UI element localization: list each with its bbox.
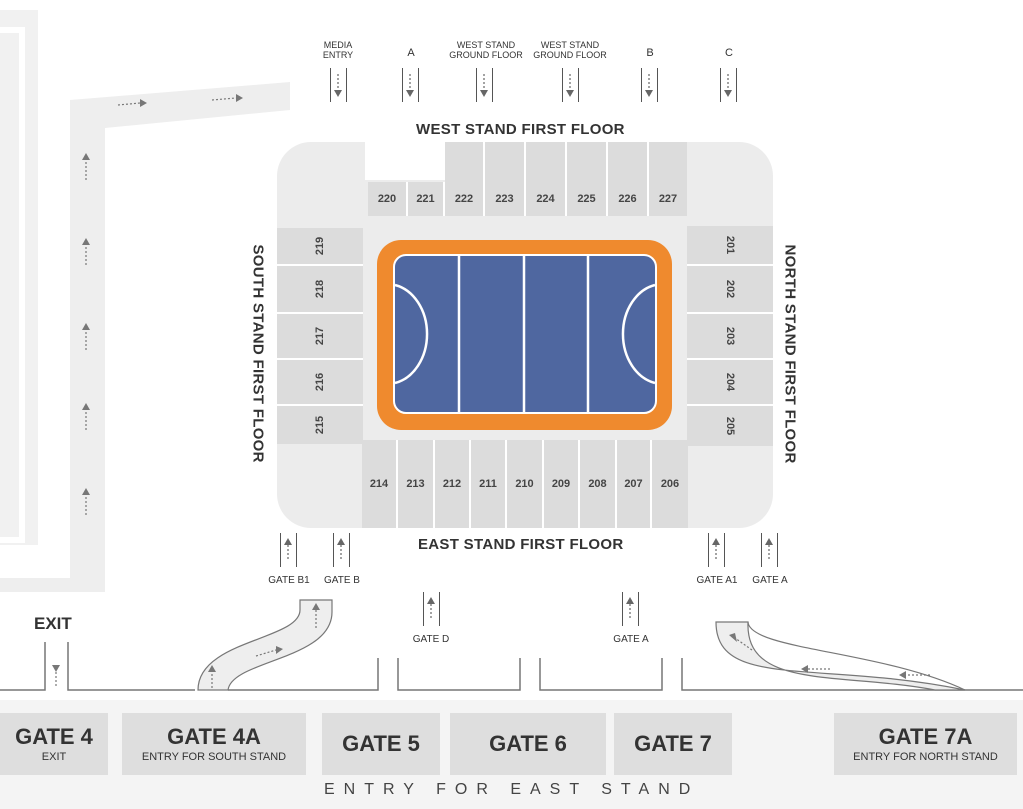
arrow-down-icon [406, 74, 414, 97]
arrow-up-icon [427, 597, 435, 620]
block-226[interactable]: 226 [608, 142, 649, 216]
gate-a1-arrow[interactable] [708, 533, 725, 567]
block-214[interactable]: 214 [362, 440, 398, 528]
gate-7a-sub: ENTRY FOR NORTH STAND [853, 751, 998, 763]
gate-5[interactable]: GATE 5 [322, 713, 440, 775]
arrow-down-icon [566, 74, 574, 97]
gate-d-arrow[interactable] [423, 592, 440, 626]
walkway-arrows [55, 97, 930, 688]
gate-4-name: GATE 4 [15, 724, 93, 749]
block-216[interactable]: 216 [277, 360, 363, 406]
north-entry-path [715, 621, 966, 691]
entry-b-label: B [646, 47, 654, 59]
west-stand-title: WEST STAND FIRST FLOOR [416, 121, 625, 138]
block-218[interactable]: 218 [277, 266, 363, 314]
gate-4[interactable]: GATE 4 EXIT [0, 713, 108, 775]
block-219[interactable]: 219 [277, 228, 363, 266]
gate-a-arrow[interactable] [761, 533, 778, 567]
ground-line [0, 642, 1023, 691]
gate-4a-sub: ENTRY FOR SOUTH STAND [141, 751, 287, 763]
entry-b-arrow[interactable] [641, 68, 658, 102]
block-205[interactable]: 205 [687, 406, 773, 446]
east-stand-entry-caption: ENTRY FOR EAST STAND [324, 781, 700, 798]
block-209[interactable]: 209 [544, 440, 580, 528]
arrow-down-icon [334, 74, 342, 97]
north-stand-title: NORTH STAND FIRST FLOOR [781, 244, 799, 464]
walkway-arrowheads [52, 94, 906, 679]
gate-4a[interactable]: GATE 4A ENTRY FOR SOUTH STAND [122, 713, 306, 775]
entry-a-arrow[interactable] [402, 68, 419, 102]
court-lines [394, 255, 656, 413]
gate-6-name: GATE 6 [489, 731, 567, 756]
arrow-up-icon [712, 538, 720, 561]
block-201[interactable]: 201 [687, 226, 773, 266]
west-walkway [70, 82, 290, 580]
block-223[interactable]: 223 [485, 142, 526, 216]
entry-c-label: C [725, 47, 733, 59]
south-entry-path [197, 599, 333, 691]
arrow-up-icon [765, 538, 773, 561]
gate-a-label: GATE A [752, 575, 788, 586]
east-stand-title: EAST STAND FIRST FLOOR [418, 536, 624, 553]
gate-a-lower-label: GATE A [613, 634, 649, 645]
arrow-up-icon [626, 597, 634, 620]
block-213[interactable]: 213 [398, 440, 435, 528]
block-227[interactable]: 227 [649, 142, 687, 216]
block-217[interactable]: 217 [277, 314, 363, 360]
block-211[interactable]: 211 [471, 440, 507, 528]
gate-b1-arrow[interactable] [280, 533, 297, 567]
block-206[interactable]: 206 [652, 440, 688, 528]
entry-west-ground-2-arrow[interactable] [562, 68, 579, 102]
block-221[interactable]: 221 [408, 182, 445, 216]
arrow-up-icon [337, 538, 345, 561]
block-202[interactable]: 202 [687, 266, 773, 314]
arrow-down-icon [724, 74, 732, 97]
arrow-down-icon [480, 74, 488, 97]
block-224[interactable]: 224 [526, 142, 567, 216]
gate-b-label: GATE B [324, 575, 360, 586]
gate-a-lower-arrow[interactable] [622, 592, 639, 626]
gate-4a-name: GATE 4A [167, 724, 261, 749]
gate-7a[interactable]: GATE 7A ENTRY FOR NORTH STAND [834, 713, 1017, 775]
block-212[interactable]: 212 [435, 440, 471, 528]
block-207[interactable]: 207 [617, 440, 652, 528]
gate-7a-name: GATE 7A [878, 724, 973, 749]
gate-b1-label: GATE B1 [268, 575, 310, 586]
block-204[interactable]: 204 [687, 360, 773, 406]
block-225[interactable]: 225 [567, 142, 608, 216]
gate-6[interactable]: GATE 6 [450, 713, 606, 775]
gate-d-label: GATE D [412, 634, 450, 645]
entry-media-arrow[interactable] [330, 68, 347, 102]
exit-label: EXIT [34, 614, 72, 633]
block-208[interactable]: 208 [580, 440, 617, 528]
block-215[interactable]: 215 [277, 406, 363, 444]
gate-a1-label: GATE A1 [696, 575, 738, 586]
gate-4-sub: EXIT [41, 751, 67, 763]
gate-7-name: GATE 7 [634, 731, 712, 756]
arrow-down-icon [645, 74, 653, 97]
gate-7[interactable]: GATE 7 [614, 713, 732, 775]
south-stand-title: SOUTH STAND FIRST FLOOR [249, 244, 267, 463]
arrow-up-icon [284, 538, 292, 561]
entry-west-ground-1-arrow[interactable] [476, 68, 493, 102]
gate-b-arrow[interactable] [333, 533, 350, 567]
block-222[interactable]: 222 [445, 142, 485, 216]
gate-5-name: GATE 5 [342, 731, 420, 756]
entry-c-arrow[interactable] [720, 68, 737, 102]
block-203[interactable]: 203 [687, 314, 773, 360]
block-210[interactable]: 210 [507, 440, 544, 528]
block-220[interactable]: 220 [368, 182, 408, 216]
entry-a-label: A [407, 47, 415, 59]
